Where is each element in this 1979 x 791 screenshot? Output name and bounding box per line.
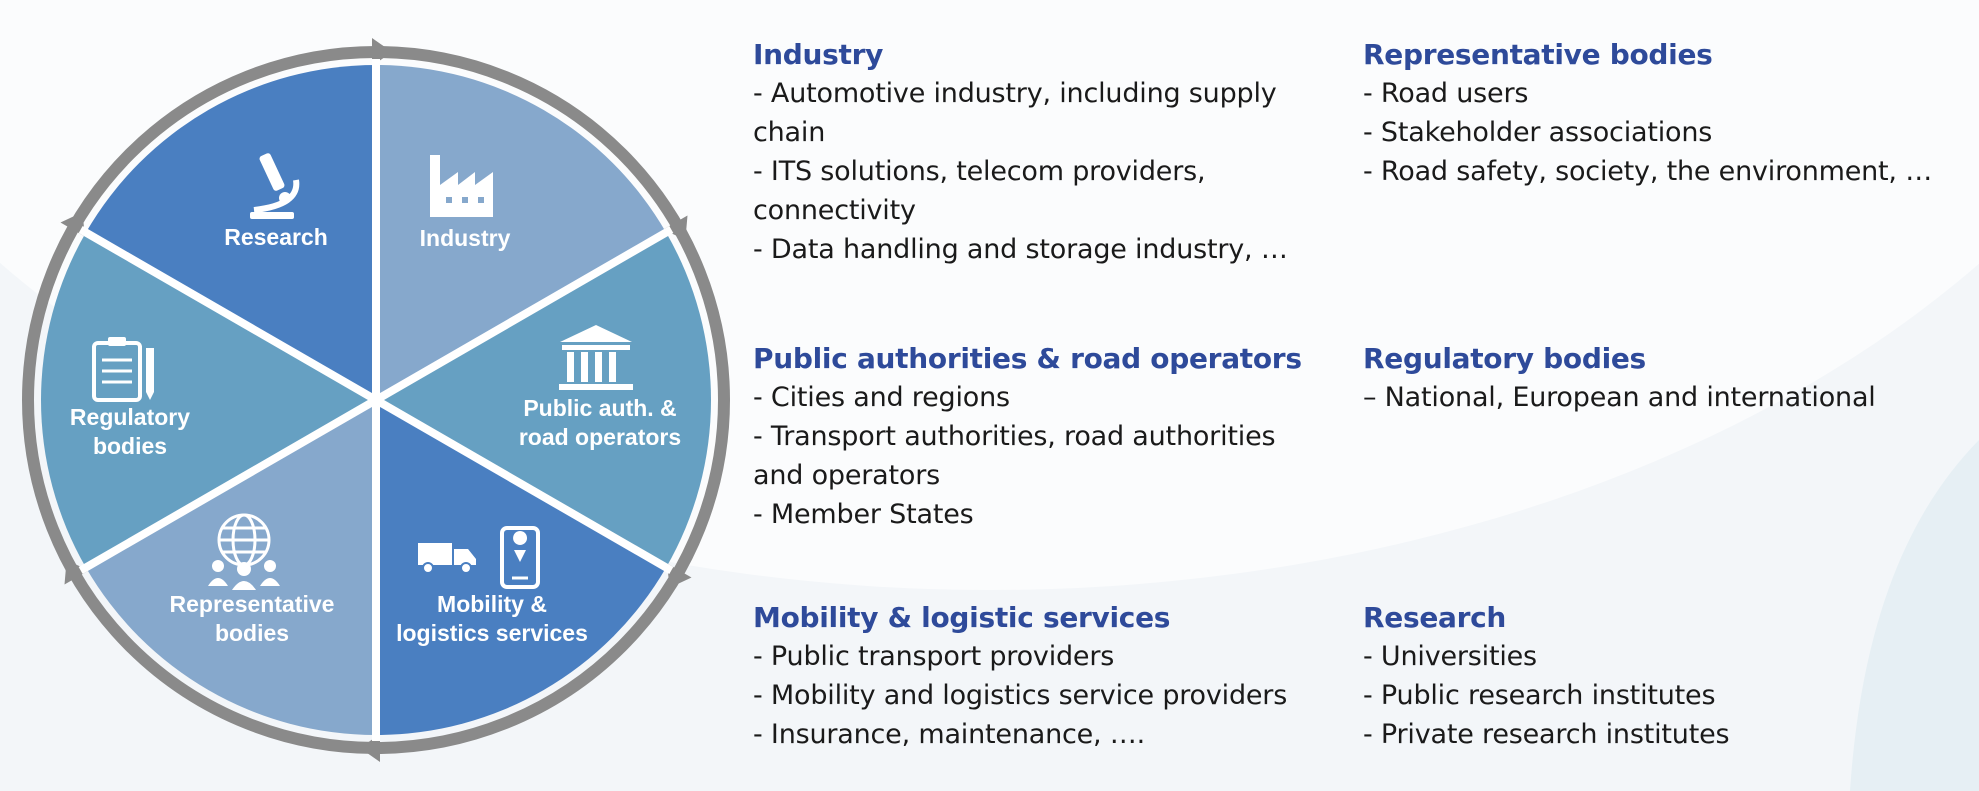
ring-arrow-icon (60, 212, 85, 237)
wheel-divider (373, 226, 674, 404)
research-heading: Research (1363, 601, 1507, 634)
wheel-segments (41, 65, 711, 735)
research-group: Research - Universities - Public researc… (1363, 599, 1963, 754)
list-item: - Transport authorities, road authoritie… (753, 421, 1276, 491)
clipboard-icon (92, 337, 154, 402)
microscope-icon (250, 153, 300, 219)
wheel-segment-regulatory (41, 232, 377, 568)
regulatory-bodies-group: Regulatory bodies – National, European a… (1363, 340, 1963, 417)
industry-heading: Industry (753, 38, 884, 71)
ring-arrow-icon (667, 563, 692, 588)
wheel-segment-mobility (376, 400, 667, 735)
list-item: - Mobility and logistics service provide… (753, 680, 1288, 711)
public-authorities-group: Public authorities & road operators - Ci… (753, 340, 1333, 534)
public-authorities-heading: Public authorities & road operators (753, 342, 1302, 375)
wheel-divider (78, 396, 379, 574)
wheel-label-industry: Industry (420, 225, 511, 251)
mobility-group: Mobility & logistic services - Public tr… (753, 599, 1343, 754)
industry-group: Industry - Automotive industry, includin… (753, 36, 1333, 269)
list-item: - Insurance, maintenance, …. (753, 719, 1145, 750)
list-item: - Universities (1363, 641, 1537, 672)
list-item: - Stakeholder associations (1363, 117, 1713, 148)
ring-arrow-icon (64, 560, 89, 585)
list-item: - Road users (1363, 78, 1529, 109)
list-item: - Automotive industry, including supply … (753, 78, 1277, 148)
list-item: - ITS solutions, telecom providers, conn… (753, 156, 1206, 226)
wheel-segment-public (376, 232, 711, 568)
wheel-divider (78, 226, 379, 404)
wheel-divider (373, 396, 674, 574)
list-item: - Cities and regions (753, 382, 1010, 413)
wheel-dividers (78, 59, 674, 741)
list-item: - Public research institutes (1363, 680, 1716, 711)
wheel-segment-representative (85, 400, 376, 735)
government-building-icon (559, 325, 633, 390)
list-item: – National, European and international (1363, 382, 1876, 413)
mobility-heading: Mobility & logistic services (753, 601, 1171, 634)
ring-arrow-icon (663, 215, 688, 240)
wheel-segment-industry (376, 65, 667, 400)
list-item: - Member States (753, 499, 974, 530)
wheel-label-public: Public auth. &road operators (519, 395, 681, 450)
wheel-label-research: Research (224, 224, 328, 250)
regulatory-bodies-heading: Regulatory bodies (1363, 342, 1646, 375)
list-item: - Road safety, society, the environment,… (1363, 156, 1933, 187)
list-item: - Public transport providers (753, 641, 1115, 672)
list-item: - Private research institutes (1363, 719, 1730, 750)
representative-bodies-group: Representative bodies - Road users - Sta… (1363, 36, 1963, 191)
truck-phone-icon (418, 526, 540, 589)
wheel-label-mobility: Mobility &logistics services (396, 591, 588, 646)
representative-bodies-heading: Representative bodies (1363, 38, 1713, 71)
people-globe-icon (208, 513, 280, 590)
factory-icon (430, 155, 493, 217)
wheel-segment-research (85, 65, 376, 400)
wheel-ring (22, 38, 730, 762)
list-item: - Data handling and storage industry, … (753, 234, 1288, 265)
